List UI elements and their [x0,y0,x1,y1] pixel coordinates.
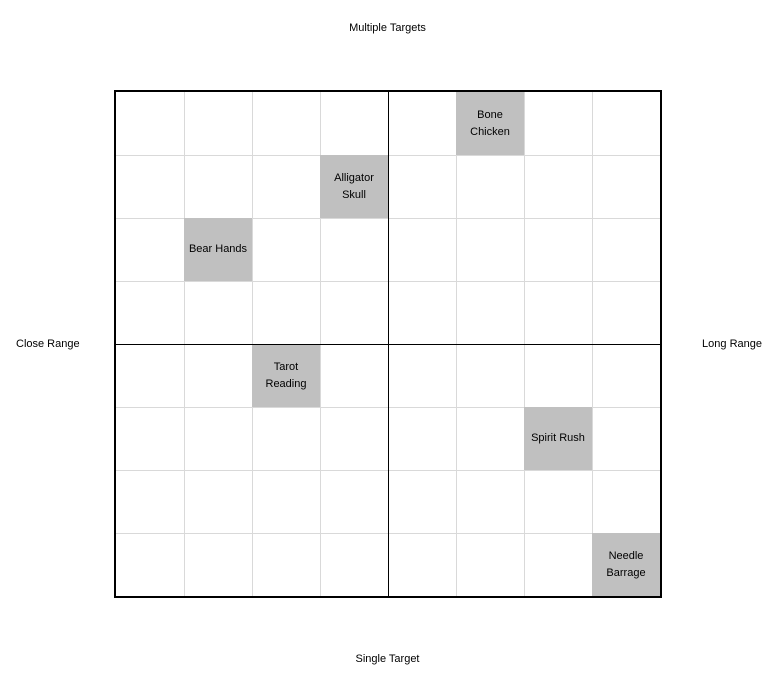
axis-label-right: Long Range [702,338,762,350]
grid-cell-item: Alligator Skull [320,155,388,218]
grid-cell-item: Bear Hands [184,218,252,281]
axis-label-left: Close Range [16,338,80,350]
axis-label-top: Multiple Targets [349,22,426,34]
axis-label-bottom: Single Target [355,653,420,665]
grid-cell-item: Tarot Reading [252,344,320,407]
grid-cell-item: Needle Barrage [592,533,660,596]
grid-cell-item: Bone Chicken [456,92,524,155]
axis-line-horizontal [116,344,660,345]
grid-cell-item: Spirit Rush [524,407,592,470]
